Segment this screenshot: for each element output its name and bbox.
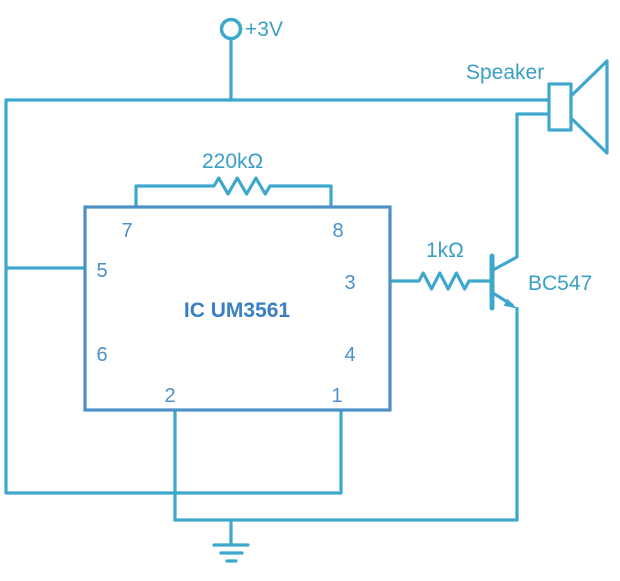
resistor-220k-label: 220kΩ — [202, 150, 263, 173]
speaker-icon — [547, 59, 609, 155]
resistor-220k-icon — [134, 176, 333, 209]
pin-3-label: 3 — [344, 272, 355, 294]
pin-7-label: 7 — [121, 220, 132, 242]
pin-8-label: 8 — [332, 220, 343, 242]
supply-terminal-icon — [219, 17, 243, 41]
speaker-label: Speaker — [466, 61, 544, 84]
transistor-label: BC547 — [528, 272, 592, 295]
ic-title: IC UM3561 — [184, 299, 291, 322]
resistor-1k-icon — [388, 271, 492, 291]
ic-body — [83, 205, 392, 412]
resistor-1k-label: 1kΩ — [426, 239, 464, 262]
ground-icon — [212, 518, 250, 563]
pin-6-label: 6 — [96, 344, 107, 366]
pin-2-label: 2 — [164, 385, 175, 407]
collector-wire — [491, 112, 551, 272]
power-rail-wire — [4, 98, 551, 495]
transistor-icon — [489, 112, 551, 522]
emitter-arrow-icon — [503, 298, 517, 309]
supply-label: +3V — [245, 18, 283, 41]
pin-5-label: 5 — [96, 260, 107, 282]
pin-4-label: 4 — [344, 344, 355, 366]
pin-1-label: 1 — [331, 385, 342, 407]
supply-terminal — [219, 17, 243, 102]
